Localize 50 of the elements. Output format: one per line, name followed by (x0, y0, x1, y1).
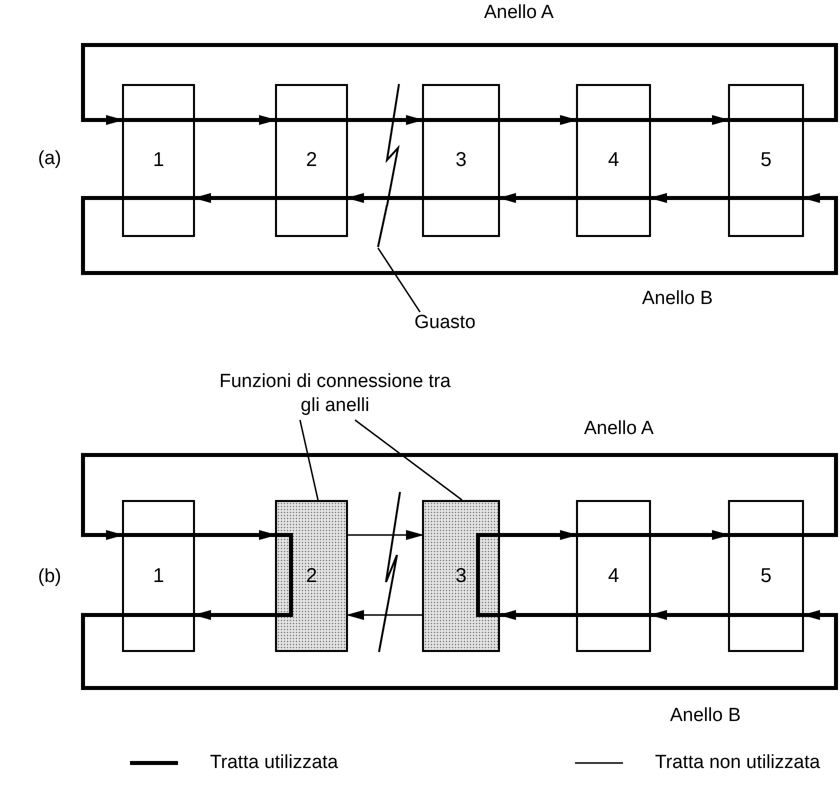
station-box (275, 500, 348, 652)
ring-arrow (81, 193, 838, 275)
station-box (422, 500, 500, 652)
station-number: 5 (760, 149, 772, 172)
leader-line (377, 248, 421, 312)
station-number: 5 (760, 564, 772, 588)
ring-arrow (195, 530, 277, 540)
station-box (122, 84, 195, 237)
panel-label: (b) (38, 566, 62, 588)
ring-arrow (498, 193, 576, 203)
leader-line (299, 420, 319, 500)
legend-text: Tratta utilizzata (210, 752, 338, 774)
station-box (728, 84, 804, 237)
ring-arrow (651, 115, 730, 125)
ring-arrow (346, 193, 422, 203)
station-number: 2 (306, 564, 318, 588)
ring-arrow (649, 193, 728, 203)
ring-arrow (500, 115, 578, 125)
ring-arrow (81, 610, 838, 690)
callout-text: Guasto (405, 311, 485, 335)
ring-arrow (348, 530, 424, 540)
station-box (576, 84, 651, 237)
ring-arrow (348, 115, 424, 125)
ring-arrow (649, 610, 728, 620)
station-box (122, 500, 195, 652)
ring-arrow (500, 530, 578, 540)
legend-text: Tratta non utilizzata (655, 752, 820, 774)
ring-arrow (195, 115, 277, 125)
panel-label: (a) (38, 148, 62, 170)
callout-text: Funzioni di connessione tra gli anelli (215, 370, 455, 418)
ring-arrow (81, 453, 838, 540)
leader-line (354, 419, 462, 501)
station-box (728, 500, 804, 652)
station-number: 2 (306, 149, 318, 172)
ring-arrow (651, 530, 730, 540)
station-box (576, 500, 651, 652)
station-box (422, 84, 500, 237)
ring-arrow (81, 43, 838, 125)
station-number: 4 (608, 149, 620, 172)
ring-arrow (193, 193, 275, 203)
station-number: 1 (152, 149, 164, 172)
station-box (275, 84, 348, 237)
fault-break-mark (376, 205, 389, 248)
ring-arrow (346, 610, 422, 620)
station-number: 3 (455, 149, 467, 172)
ring-arrow (193, 610, 275, 620)
ring-arrow (498, 610, 576, 620)
station-number: 1 (152, 564, 164, 588)
station-number: 4 (608, 564, 620, 588)
station-number: 3 (455, 564, 467, 588)
